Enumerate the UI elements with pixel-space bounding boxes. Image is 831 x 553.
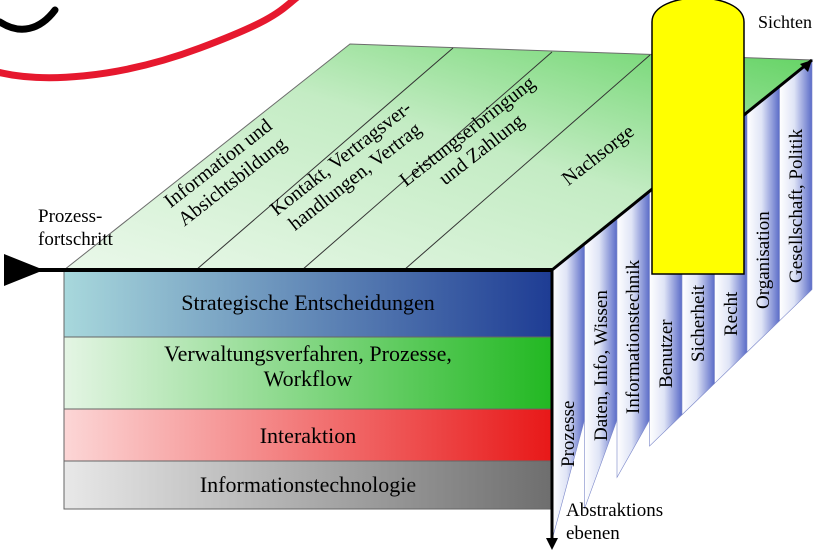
view-label: Organisation [753, 211, 775, 310]
views-axis-arrow [800, 60, 812, 72]
abstraction-axis-arrow [546, 538, 558, 550]
view-label: Informationstechnik [623, 260, 645, 415]
view-label: Recht [720, 291, 742, 336]
abstraction-levels-label: Abstraktions ebenen [566, 500, 664, 544]
views-label: Sichten [758, 12, 812, 32]
view-label: Prozesse [558, 400, 580, 467]
layer-it-box [63, 460, 553, 510]
phase-dividers [195, 47, 651, 271]
view-label: Daten, Info, Wissen [590, 289, 612, 441]
process-progress-label: Prozess- fortschritt [38, 206, 113, 250]
view-label: Gesellschaft, Politik [785, 129, 807, 284]
layer-process-box [63, 336, 553, 410]
yellow-highlight [651, 0, 745, 275]
layer-strategic-label: Strategische Entscheidungen [181, 290, 435, 315]
layer-interaction-label: Interaktion [259, 423, 357, 448]
view-label: Benutzer [655, 319, 677, 389]
layer-process-label: Verwaltungsverfahren, Prozesse, Workflow [164, 341, 452, 392]
black-scribble [0, 6, 59, 33]
view-label: Sicherheit [688, 284, 710, 362]
red-scribble [0, 0, 300, 82]
view-stripe [551, 243, 585, 541]
layer-it-label: Informationstechnologie [199, 472, 417, 497]
